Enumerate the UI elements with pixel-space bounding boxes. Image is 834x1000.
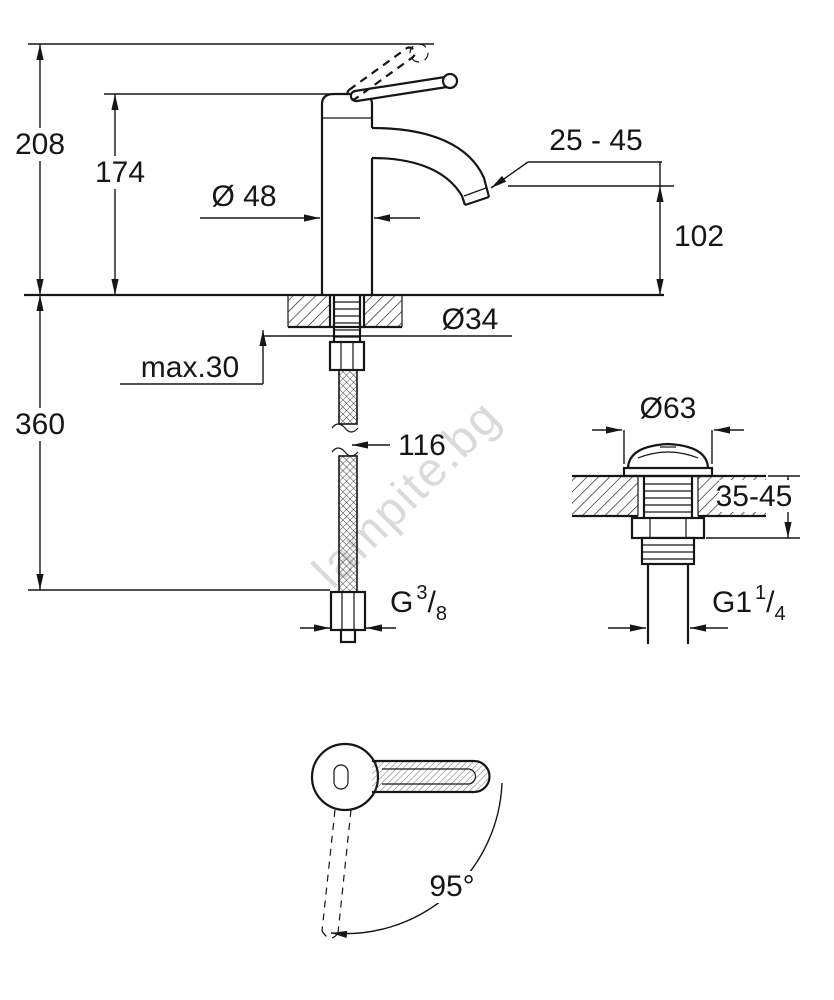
drain-dome-outline [626,442,710,469]
handle-top-outline [372,759,491,794]
handle-top-view: 95° [310,742,503,939]
drain-thread-section [640,536,696,566]
drain-locknut-facets [649,518,687,538]
hose-thread-slash: / [427,586,436,619]
handle-rotated-end-arc [321,930,339,939]
shank-threads [334,301,360,338]
handle-top-inner-line [382,768,477,785]
dim-label-hole-diameter: Ø34 [442,303,499,336]
spout-outlet-face [464,195,490,207]
dim-label-hose-length: 360 [15,408,65,441]
drain-thread-numerator: 1 [755,582,766,604]
drain-body-rings [644,483,692,513]
dimensions-main-view: 208 174 360 Ø 48 25 - 45 102 Ø34 max.30 … [11,43,724,632]
angle-label-backdrop [424,871,482,903]
hose-thread-numerator: 3 [416,582,427,604]
mounting-nut-facets [340,342,354,370]
dim-label-total-height: 208 [15,128,65,161]
hose-connector-nut [329,590,367,632]
hose-thread-denominator: 8 [436,603,447,625]
drain-detail-view [572,442,766,644]
lever-raised-knob-dashed [409,43,429,63]
hose-connector-facets [341,592,355,630]
counter-hatch-right [364,296,402,327]
drain-body-sides [642,476,694,518]
label-backdrop-360 [11,408,69,441]
dim-label-body-height: 174 [95,156,145,189]
dim-label-flange-diameter: Ø63 [640,392,697,425]
drain-thread-denominator: 4 [775,603,786,625]
handle-top-fill [372,761,490,792]
drain-flange-lip [622,466,714,478]
spout-inner-outline [371,156,467,206]
leader-arrow-spout-range [490,161,529,189]
faucet-top-slot [333,764,349,790]
spout-aerator-line [463,187,487,197]
hose-connector-stub [339,628,357,644]
flex-hose-lower [338,455,358,593]
lever-raised-dashed [346,46,416,101]
drain-locknut [630,516,706,540]
counter-hatch-left [288,296,330,327]
drain-dome-inner-arc [637,451,699,459]
handle-rotated-dashed [321,809,352,934]
counter-section-edges [287,295,403,327]
hose-break-lines [331,423,359,457]
dim-label-outlet-height: 102 [674,220,724,253]
swivel-angle-label: 95° [429,870,474,903]
label-backdrop-deck-range [719,480,793,512]
dim-label-deck-range: 35-45 [716,480,793,513]
hose-thread-prefix: G [390,586,413,619]
ext-lines-flange [623,430,713,464]
drain-counter-hatch-left [572,477,638,516]
label-backdrop-208 [11,128,69,161]
ext-lines-deck-range [706,475,800,539]
dim-label-body-diameter: Ø 48 [211,180,276,213]
drain-thread-prefix: G1 [712,586,752,619]
faucet-side-view [24,43,664,644]
spout-outer-outline [371,126,491,198]
leader-line-spout-range [528,161,662,186]
drain-thread-slash: / [766,586,775,619]
lever-handle [349,75,453,103]
dim-label-116: 116 [398,429,446,462]
lever-knob [441,72,459,90]
dim-label-max-deck: max.30 [141,351,239,384]
dim-label-spout-range: 25 - 45 [549,124,642,157]
faucet-top-circle [310,742,380,812]
threaded-shank [332,295,362,342]
drain-thread-lines [642,544,694,560]
drain-tailpipe [646,564,690,644]
mounting-nut [328,340,366,372]
flex-hose-upper [338,369,358,425]
watermark: lampite.bg [303,390,511,598]
drain-hole-walls [637,476,699,516]
label-backdrop-174 [91,156,149,189]
mount-hole-walls [328,295,366,327]
